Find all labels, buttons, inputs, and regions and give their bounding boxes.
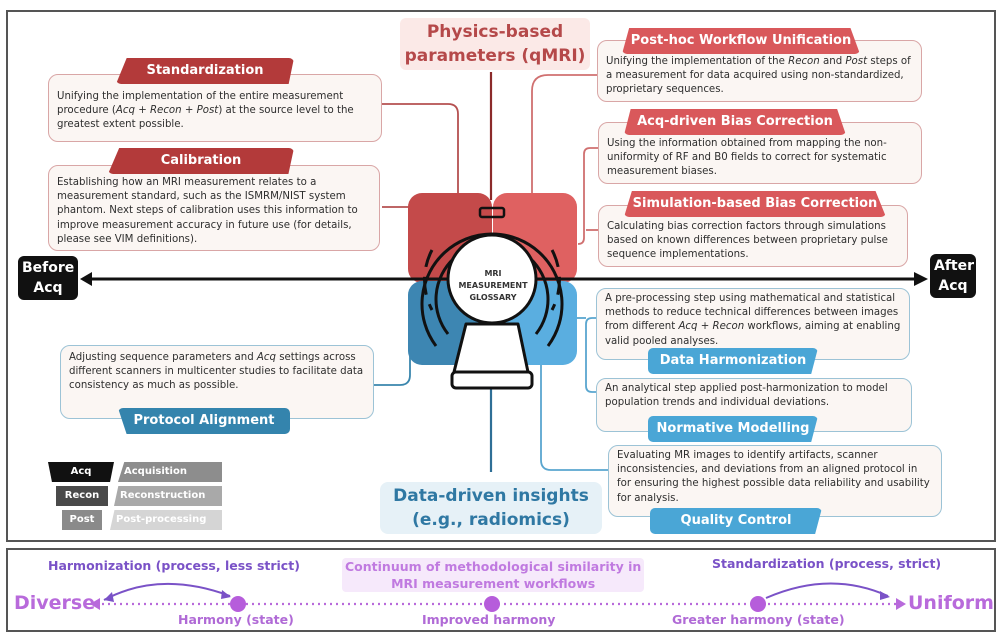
recon-term: Recon [788, 56, 820, 67]
card-harmonization: A pre-processing step using mathematical… [596, 288, 910, 360]
acq-term: Acq [678, 321, 698, 333]
harmonization-process-label: Harmonization (process, less strict) [48, 558, 300, 573]
data-driven-title-line1: Data-driven insights [393, 486, 589, 506]
protocol-text: Adjusting sequence parameters and [69, 352, 257, 363]
normative-text: An analytical step applied post-harmoniz… [605, 383, 888, 409]
qc-text: Evaluating MR images to identify artifac… [617, 450, 930, 504]
acq-term: Acq [256, 352, 276, 363]
after-acq-label: After Acq [930, 254, 976, 298]
logo-line-3: GLOSSARY [469, 293, 517, 302]
state-improved-label: Improved harmony [422, 612, 556, 627]
continuum-title-line2: MRI measurement workflows [391, 576, 596, 591]
state-greater-label: Greater harmony (state) [672, 612, 845, 627]
post-term: Post [845, 56, 868, 67]
harmonization-text: A pre-processing step using mathematical… [605, 293, 899, 333]
tag-normative: Normative Modelling [648, 416, 818, 442]
tag-calibration: Calibration [108, 148, 294, 174]
standardization-process-label: Standardization (process, strict) [712, 556, 942, 571]
logo-line-1: MRI [484, 269, 502, 278]
tag-harmonization: Data Harmonization [648, 348, 818, 374]
uniform-label: Uniform [908, 592, 994, 614]
legend-recon-abbr: Recon [56, 486, 108, 506]
legend-post-abbr: Post [62, 510, 102, 530]
post-term: Post [196, 105, 219, 117]
before-label: Before [22, 260, 75, 276]
tag-acq-bias: Acq-driven Bias Correction [624, 109, 846, 135]
acq-bias-text: Using the information obtained from mapp… [607, 138, 887, 178]
legend-acq-full: Acquisition [118, 462, 222, 482]
tag-sim-bias: Simulation-based Bias Correction [624, 191, 886, 217]
standardization-text: Unifying the implementation of the entir… [57, 91, 344, 117]
glossary-logo-label: MRI MEASUREMENT GLOSSARY [448, 268, 538, 304]
before-acq-label: Before Acq [18, 256, 78, 300]
legend-post-full: Post-processing [110, 510, 222, 530]
card-calibration: Establishing how an MRI measurement rela… [48, 165, 380, 251]
continuum-title: Continuum of methodological similarity i… [342, 558, 645, 592]
tag-standardization: Standardization [116, 58, 294, 84]
card-qc: Evaluating MR images to identify artifac… [608, 445, 942, 517]
before-acq-sub: Acq [33, 280, 63, 296]
legend-recon-full: Reconstruction [114, 486, 222, 506]
card-protocol: Adjusting sequence parameters and Acq se… [60, 345, 374, 419]
legend-acq-abbr: Acq [48, 462, 114, 482]
physics-based-title: Physics-based parameters (qMRI) [400, 18, 590, 70]
card-standardization: Unifying the implementation of the entir… [48, 74, 382, 142]
sim-bias-text: Calculating bias correction factors thro… [607, 221, 888, 261]
tag-posthoc: Post-hoc Workflow Unification [622, 28, 860, 54]
continuum-title-line1: Continuum of methodological similarity i… [345, 559, 642, 574]
after-acq-sub: Acq [938, 278, 968, 294]
state-harmony-label: Harmony (state) [178, 612, 294, 627]
recon-term: Recon [712, 321, 745, 333]
posthoc-text: Unifying the implementation of the [606, 56, 789, 67]
recon-term: Recon [149, 105, 182, 117]
tag-qc: Quality Control [650, 508, 822, 534]
acq-term: Acq [115, 105, 135, 117]
logo-line-2: MEASUREMENT [458, 281, 528, 290]
tag-protocol: Protocol Alignment [118, 408, 290, 434]
diverse-label: Diverse [14, 592, 96, 614]
calibration-text: Establishing how an MRI measurement rela… [57, 177, 358, 245]
data-driven-title: Data-driven insights (e.g., radiomics) [380, 482, 602, 534]
after-label: After [934, 258, 975, 274]
data-driven-title-line2: (e.g., radiomics) [412, 510, 570, 530]
